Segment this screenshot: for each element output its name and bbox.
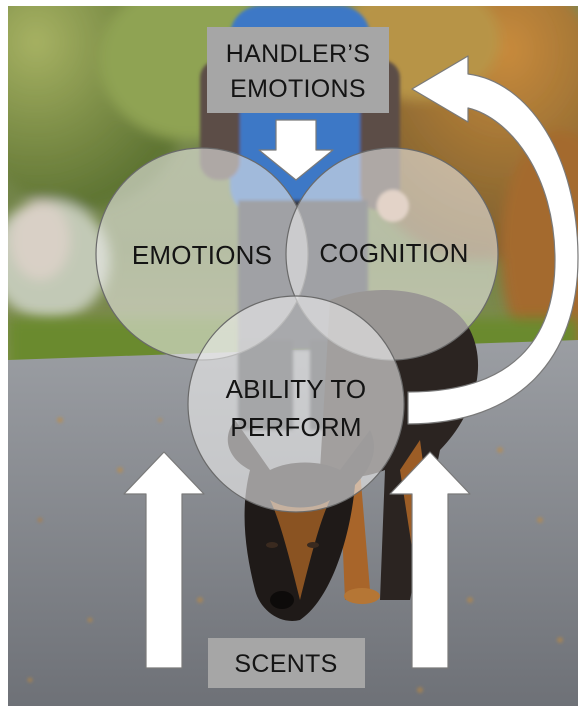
left-up-arrow: [123, 451, 205, 669]
ability-label-line1: ABILITY TO: [226, 374, 367, 404]
right-up-arrow: [389, 451, 471, 669]
feedback-curved-arrow: [407, 55, 579, 425]
ability-label-line2: PERFORM: [230, 412, 361, 442]
handler-emotions-line1: HANDLER’S: [226, 40, 370, 68]
handler-emotions-line2: EMOTIONS: [230, 75, 366, 103]
cognition-label: COGNITION: [319, 238, 468, 268]
ability-circle: [187, 295, 405, 513]
emotions-label: EMOTIONS: [132, 240, 272, 270]
handler-emotions-node: HANDLER’S EMOTIONS: [207, 27, 389, 113]
scents-node: SCENTS: [208, 638, 365, 688]
scents-label: SCENTS: [234, 650, 337, 678]
down-arrow: [258, 119, 334, 181]
venn-circles: [95, 147, 499, 513]
